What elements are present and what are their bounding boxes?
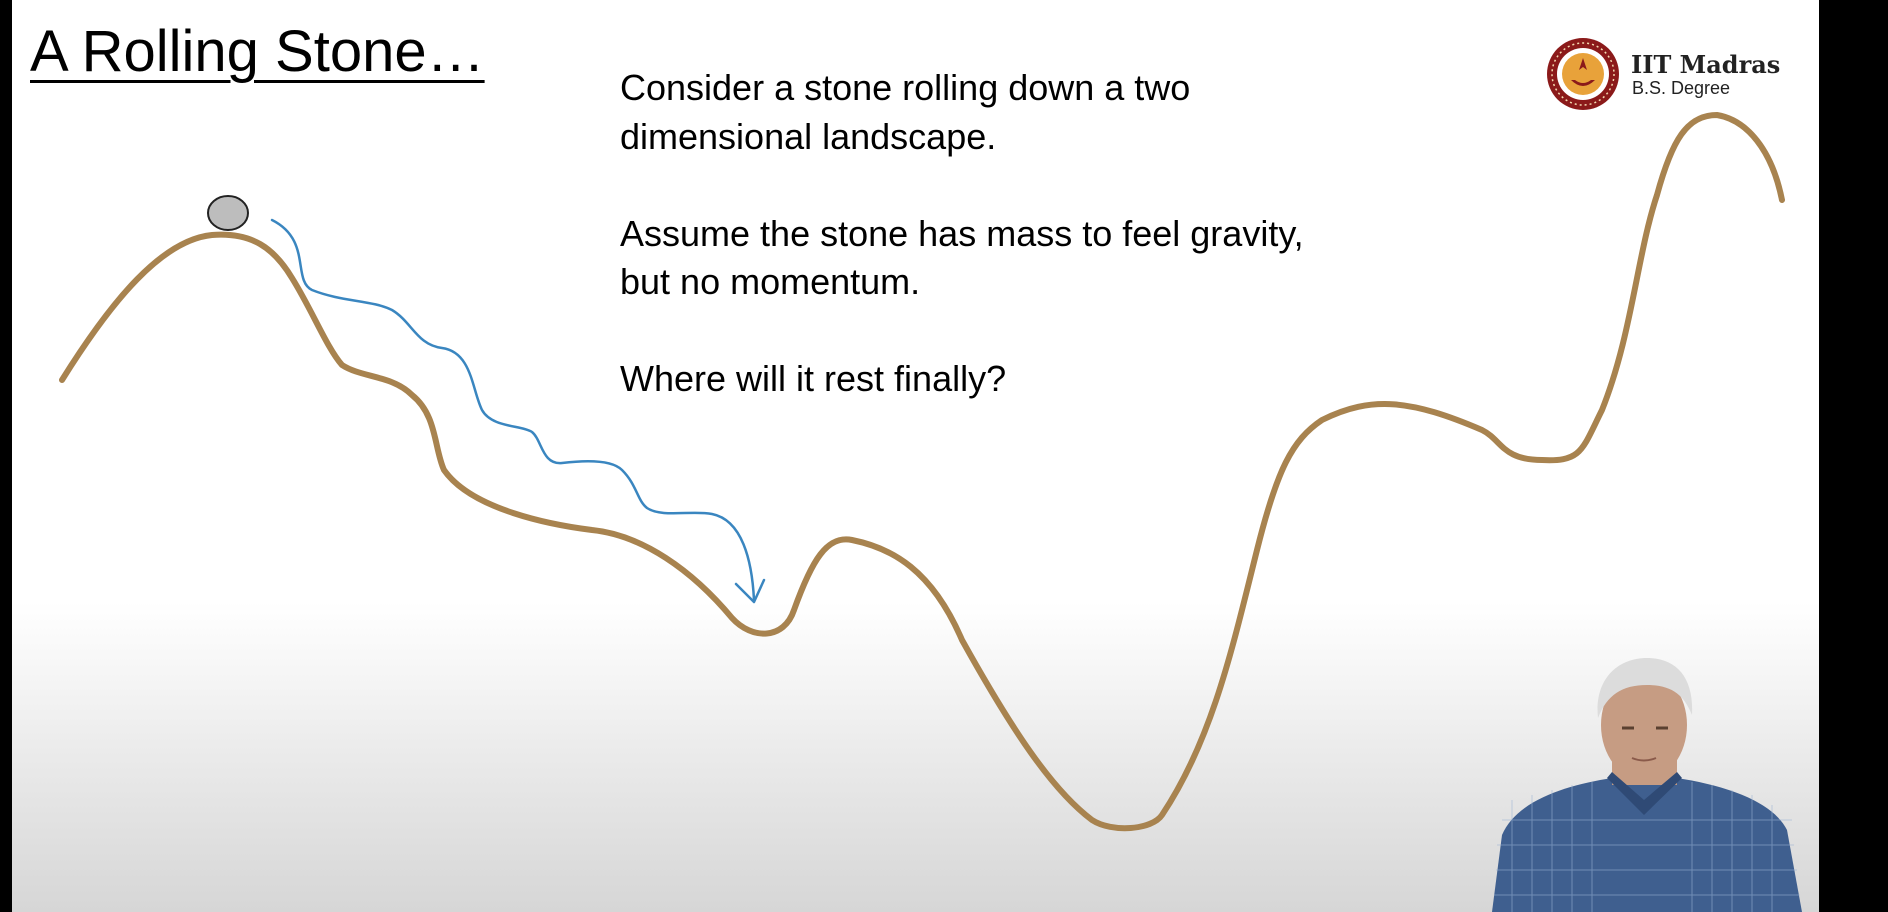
presenter-hair [1597, 658, 1693, 718]
iit-madras-logo: IIT Madras B.S. Degree [1545, 36, 1780, 116]
logo-name: IIT Madras [1631, 50, 1781, 79]
slide-body-text: Consider a stone rolling down a two dime… [620, 64, 1440, 452]
paragraph-consider: Consider a stone rolling down a two dime… [620, 64, 1440, 161]
presenter-mouth [1631, 757, 1657, 762]
iit-madras-emblem-icon [1547, 38, 1619, 110]
paragraph-question: Where will it rest finally? [620, 355, 1440, 404]
presenter-video [1492, 658, 1802, 912]
text-line: but no momentum. [620, 261, 921, 302]
text-line: Where will it rest finally? [620, 358, 1007, 399]
lecture-slide: A Rolling Stone… Consider a stone rollin… [12, 0, 1819, 912]
presenter-collar [1607, 772, 1682, 815]
stone-icon [207, 195, 249, 231]
logo-subtitle: B.S. Degree [1632, 78, 1731, 98]
rolling-path-arrow [270, 218, 756, 602]
shirt-check-pattern [1494, 782, 1800, 912]
arrow-head [734, 578, 766, 604]
text-line: Assume the stone has mass to feel gravit… [620, 212, 1304, 254]
text-line: dimensional landscape. [620, 115, 997, 157]
paragraph-assume: Assume the stone has mass to feel gravit… [620, 210, 1440, 307]
presenter-face [1601, 670, 1687, 780]
landscape-diagram [59, 112, 1785, 832]
slide-title: A Rolling Stone… [30, 19, 485, 84]
landscape-curve [59, 112, 1785, 832]
text-line: Consider a stone rolling down a two [620, 67, 1191, 108]
